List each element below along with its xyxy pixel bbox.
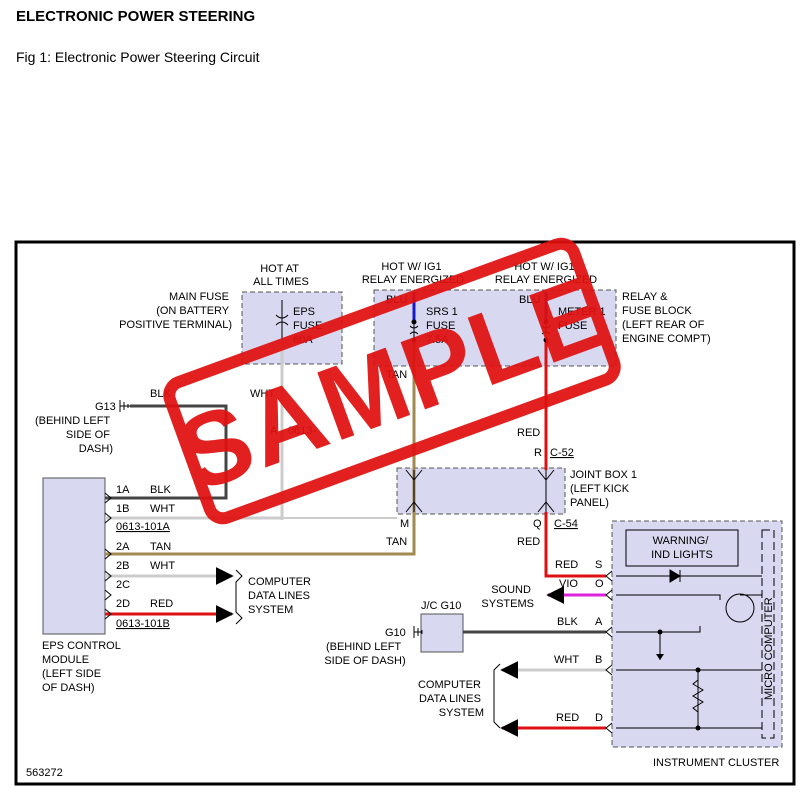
cluster-connector-chevrons: [605, 570, 613, 734]
jb-pin-r: R: [534, 447, 542, 459]
cluster-pin-o: O: [595, 578, 604, 590]
wire-label-wht-1b: WHT: [150, 503, 175, 515]
pin-2d: 2D: [116, 598, 130, 610]
warning-lights-label: WARNING/ IND LIGHTS: [651, 535, 713, 561]
connector-a-label: 0613-101A: [116, 521, 170, 533]
cluster-pin-b: B: [595, 654, 602, 666]
jc-g10-label: J/C G10: [421, 600, 461, 612]
wire-label-red-meter: RED: [517, 427, 540, 439]
wire-label-tan-jb: TAN: [386, 536, 407, 548]
instrument-cluster-label: INSTRUMENT CLUSTER: [653, 757, 779, 769]
wire-label-wht-2b: WHT: [150, 560, 175, 572]
joint-box-label: JOINT BOX 1 (LEFT KICK PANEL): [570, 469, 640, 509]
jb-pin-m: M: [400, 518, 409, 530]
jc-g10-box: [420, 613, 464, 653]
diagram-frame: [14, 240, 796, 786]
wire-label-red-d: RED: [556, 712, 579, 724]
wire-label-vio-o: VIO: [559, 578, 578, 590]
hot-ig1-right-label: HOT W/ IG1 RELAY ENERGIZED: [495, 261, 597, 286]
computer-data-lines-right-label: COMPUTER DATA LINES SYSTEM: [418, 679, 484, 719]
micro-computer-box: [761, 529, 775, 739]
g13-label: G13: [95, 401, 116, 413]
page-title: ELECTRONIC POWER STEERING: [16, 8, 256, 25]
srs-fuse-label: SRS 1 FUSE 7.5A: [426, 306, 461, 346]
g10-label: G10: [385, 627, 406, 639]
eps-control-module-box: [42, 477, 106, 635]
relay-fuse-block-label: RELAY & FUSE BLOCK (LEFT REAR OF ENGINE …: [622, 291, 711, 345]
wire-label-red-jb: RED: [517, 536, 540, 548]
wire-tan-srs: [105, 340, 416, 556]
left-data-bracket: [235, 569, 243, 625]
computer-data-lines-left-label: COMPUTER DATA LINES SYSTEM: [248, 576, 314, 616]
g13-ground-symbol: [119, 400, 130, 412]
diagram-id-label: 563272: [26, 767, 63, 779]
wire-label-blk-a: BLK: [557, 616, 578, 628]
cluster-diode: [669, 569, 681, 583]
cluster-pin-d: D: [595, 712, 603, 724]
micro-computer-label: MICRO COMPUTER: [763, 597, 775, 700]
wire-label-red-s: RED: [555, 559, 578, 571]
pin-2a: 2A: [116, 541, 130, 553]
wire-label-tan-2a: TAN: [150, 541, 171, 553]
cluster-pin-a: A: [595, 616, 603, 628]
wire-label-blu-meter: BLU: [519, 294, 540, 306]
wire-label-red-2d: RED: [150, 598, 173, 610]
hot-at-all-times-label: HOT AT ALL TIMES: [253, 263, 309, 288]
figure-caption: Fig 1: Electronic Power Steering Circuit: [16, 49, 260, 65]
cluster-transistor: [725, 593, 755, 623]
g10-ground-symbol: [413, 626, 423, 638]
wire-label-wht-fuse: WHT: [250, 388, 275, 400]
connector-b-label: 0613-101B: [116, 618, 170, 630]
c54-label: C-54: [554, 518, 578, 530]
eps-module-label: EPS CONTROL MODULE (LEFT SIDE OF DASH): [42, 640, 124, 694]
pin-1b: 1B: [116, 503, 129, 515]
warning-lights-box: [625, 529, 739, 567]
sound-systems-label: SOUND SYSTEMS: [481, 584, 534, 610]
fuse-symbols: [275, 300, 551, 340]
wire-label-blk-1a: BLK: [150, 484, 171, 496]
g13-location-label: (BEHIND LEFT SIDE OF DASH): [35, 415, 113, 455]
pin-1a: 1A: [116, 484, 130, 496]
cluster-pin-s: S: [595, 559, 602, 571]
g10-location-label: (BEHIND LEFT SIDE OF DASH): [324, 641, 405, 667]
cluster-ground-arrow: [656, 654, 664, 660]
wire-label-wht-b: WHT: [554, 654, 579, 666]
wire-red-jb: [544, 512, 606, 578]
cluster-resistor: [692, 679, 704, 713]
wire-label-tan-srs: TAN: [386, 369, 407, 381]
pin-2b: 2B: [116, 560, 129, 572]
pin-2c: 2C: [116, 579, 130, 591]
jb-pin-q: Q: [533, 518, 542, 530]
connector-top-label: 0613-: [288, 425, 316, 437]
joint-box: [396, 467, 566, 515]
main-fuse-label: MAIN FUSE (ON BATTERY POSITIVE TERMINAL): [119, 291, 232, 331]
c52-label: C-52: [550, 447, 574, 459]
pin-a-label: A: [270, 425, 278, 437]
module-connector-chevrons: [104, 492, 112, 620]
connector-dots: [411, 319, 701, 731]
right-data-bracket: [493, 663, 501, 729]
joint-box-internal: [405, 469, 555, 513]
